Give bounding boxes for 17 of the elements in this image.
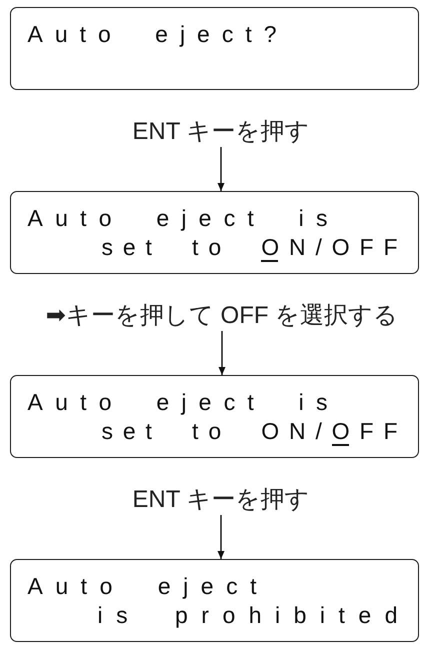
display-screen [10,375,419,458]
arrow [218,515,224,559]
instruction-text: ENT キーを押す [132,486,310,514]
display-screen [10,191,419,274]
display-text: set to ON/OFF [102,418,408,442]
display-screen [10,559,419,642]
display-text: is prohibited [98,602,411,626]
arrow [218,147,224,191]
display-screen [10,7,419,90]
display-text: Auto eject is [28,390,340,414]
display-text: set to ON/OFF [102,234,408,258]
display-text: Auto eject? [28,22,288,46]
display-text: Auto eject is [28,206,340,230]
display-text: Auto eject [28,574,270,598]
instruction-text: ENT キーを押す [132,118,310,146]
instruction-text: ➡キーを押して OFF を選択する [46,302,398,330]
arrow [218,331,226,375]
